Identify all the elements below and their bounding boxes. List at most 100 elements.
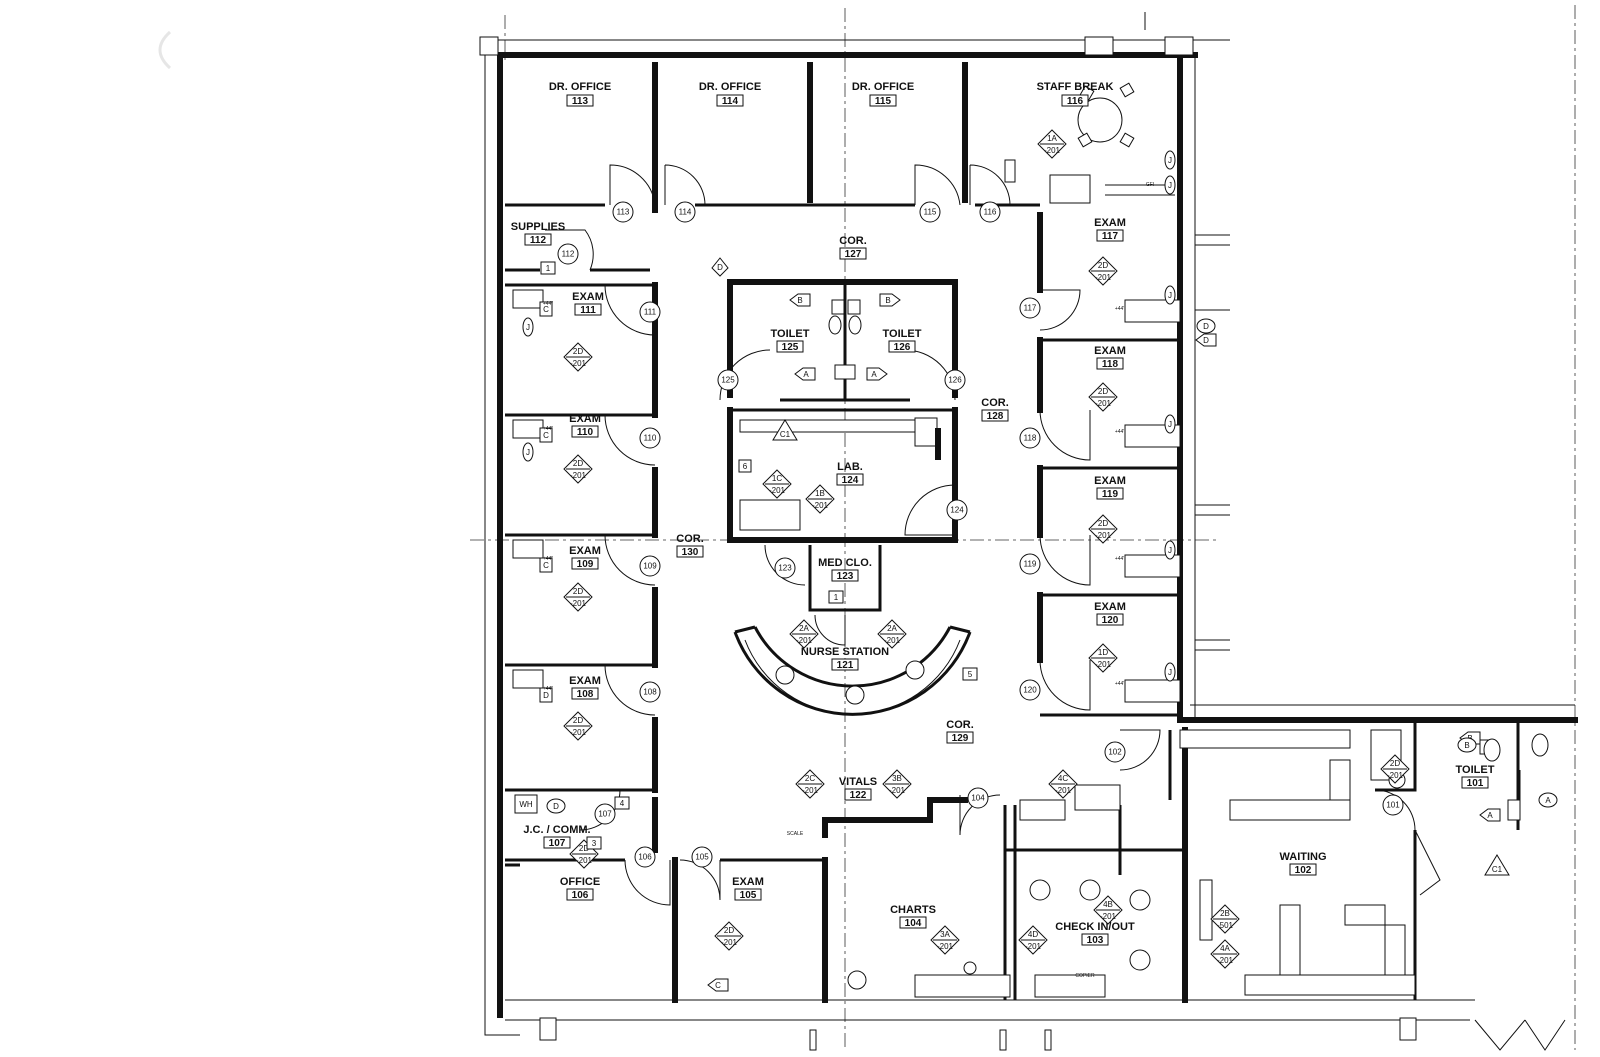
elevation-tag: 1D-201 bbox=[1088, 643, 1118, 673]
svg-text:-201: -201 bbox=[570, 728, 587, 737]
door-tag: 108 bbox=[639, 681, 661, 703]
svg-text:102: 102 bbox=[1295, 865, 1312, 876]
svg-text:4: 4 bbox=[620, 799, 625, 808]
fixture-marker: B bbox=[879, 293, 901, 307]
svg-text:-201: -201 bbox=[570, 599, 587, 608]
break-table bbox=[1077, 97, 1123, 143]
svg-text:SUPPLIES: SUPPLIES bbox=[511, 221, 565, 233]
elevation-tag: 4C-201 bbox=[1048, 769, 1078, 799]
svg-text:VITALS: VITALS bbox=[839, 776, 877, 788]
svg-text:C1: C1 bbox=[780, 430, 791, 439]
door-tag: 124 bbox=[946, 499, 968, 521]
room-label: COR.128 bbox=[981, 397, 1009, 422]
svg-text:114: 114 bbox=[679, 208, 692, 217]
keynotes: 1 1 6 4 3 5 bbox=[540, 261, 978, 850]
svg-text:118: 118 bbox=[1024, 434, 1037, 443]
svg-text:115: 115 bbox=[924, 208, 937, 217]
svg-text:D: D bbox=[553, 802, 559, 811]
svg-text:-201: -201 bbox=[937, 942, 954, 951]
elevation-tag: 1B -201 bbox=[805, 484, 835, 514]
fixture-marker: J bbox=[1164, 175, 1176, 195]
svg-text:A: A bbox=[1487, 811, 1493, 820]
keynote: 3 bbox=[586, 836, 602, 850]
elevation-tag: 2D-201 bbox=[563, 711, 593, 741]
svg-text:129: 129 bbox=[952, 733, 969, 744]
fixture-marker: A bbox=[1479, 808, 1501, 822]
svg-text:-201: -201 bbox=[812, 501, 829, 510]
svg-text:C: C bbox=[543, 431, 549, 440]
fixture-marker: A bbox=[1538, 792, 1558, 808]
svg-text:103: 103 bbox=[1087, 935, 1104, 946]
exterior-walls bbox=[479, 36, 1578, 1051]
keynote: 1 bbox=[828, 590, 844, 604]
door-tag: 101 bbox=[1382, 794, 1404, 816]
door-tag: 123 bbox=[774, 557, 796, 579]
fixture-marker: D bbox=[539, 687, 553, 703]
door-tag: 111 bbox=[639, 301, 661, 323]
door-tag: 116 bbox=[979, 201, 1001, 223]
svg-text:C: C bbox=[715, 981, 721, 990]
svg-text:B: B bbox=[797, 296, 802, 305]
fixture-marker: D bbox=[711, 257, 729, 277]
svg-text:108: 108 bbox=[643, 688, 657, 697]
fixture-marker: J bbox=[1164, 150, 1176, 170]
fixture-marker: D bbox=[1196, 318, 1216, 334]
svg-text:D: D bbox=[543, 691, 549, 700]
elevation-tag: 4A-201 bbox=[1210, 939, 1240, 969]
fixture-marker: J bbox=[1164, 414, 1176, 434]
room-label: LAB.124 bbox=[836, 461, 864, 486]
door-tag: 126 bbox=[944, 369, 966, 391]
svg-text:SCALE: SCALE bbox=[787, 831, 804, 837]
elevation-tag: 2C-201 bbox=[795, 769, 825, 799]
svg-text:122: 122 bbox=[850, 790, 867, 801]
svg-text:TOILET: TOILET bbox=[883, 328, 922, 340]
svg-text:A: A bbox=[871, 370, 877, 379]
svg-text:112: 112 bbox=[562, 250, 575, 259]
svg-text:COR.: COR. bbox=[981, 397, 1009, 409]
svg-text:2A: 2A bbox=[799, 624, 809, 633]
svg-text:1B: 1B bbox=[815, 489, 825, 498]
svg-text:EXAM: EXAM bbox=[1094, 345, 1126, 357]
svg-text:LAB.: LAB. bbox=[837, 461, 863, 473]
fixture-marker: C1 bbox=[772, 419, 798, 441]
svg-text:+44": +44" bbox=[1115, 681, 1125, 687]
svg-text:J: J bbox=[1168, 181, 1172, 190]
svg-text:COR.: COR. bbox=[839, 235, 867, 247]
elevation-tag: 2D-201 bbox=[1088, 382, 1118, 412]
svg-text:D: D bbox=[1203, 322, 1209, 331]
svg-text:J: J bbox=[1168, 420, 1172, 429]
room-label: VITALS 122 bbox=[839, 776, 877, 801]
elevation-tag: 2A-201 bbox=[789, 619, 819, 649]
svg-text:1C: 1C bbox=[772, 474, 782, 483]
svg-text:TOILET: TOILET bbox=[1456, 764, 1495, 776]
svg-text:DR. OFFICE: DR. OFFICE bbox=[699, 81, 761, 93]
fixture-marker: C bbox=[539, 557, 553, 573]
svg-text:-201: -201 bbox=[769, 486, 786, 495]
svg-text:-201: -201 bbox=[1055, 786, 1072, 795]
svg-text:DR. OFFICE: DR. OFFICE bbox=[549, 81, 611, 93]
door-tag: 114 bbox=[674, 201, 696, 223]
svg-text:-201: -201 bbox=[802, 786, 819, 795]
room-label: EXAM 118 bbox=[1094, 345, 1126, 370]
fixture-markers: B B A A D B A C C C C D D D J J J J J J … bbox=[514, 150, 1558, 992]
svg-text:6: 6 bbox=[743, 462, 748, 471]
svg-text:J: J bbox=[1168, 291, 1172, 300]
svg-text:-201: -201 bbox=[1095, 273, 1112, 282]
svg-text:118: 118 bbox=[1102, 359, 1119, 370]
svg-text:117: 117 bbox=[1102, 231, 1119, 242]
svg-text:+44": +44" bbox=[543, 426, 553, 432]
svg-text:A: A bbox=[803, 370, 809, 379]
svg-text:105: 105 bbox=[740, 890, 757, 901]
svg-text:-201: -201 bbox=[1100, 912, 1117, 921]
svg-text:-501: -501 bbox=[1217, 921, 1234, 930]
svg-text:+44": +44" bbox=[1115, 306, 1125, 312]
svg-text:-201: -201 bbox=[570, 471, 587, 480]
elevation-tag: 2D-201 bbox=[563, 342, 593, 372]
svg-text:123: 123 bbox=[778, 564, 792, 573]
